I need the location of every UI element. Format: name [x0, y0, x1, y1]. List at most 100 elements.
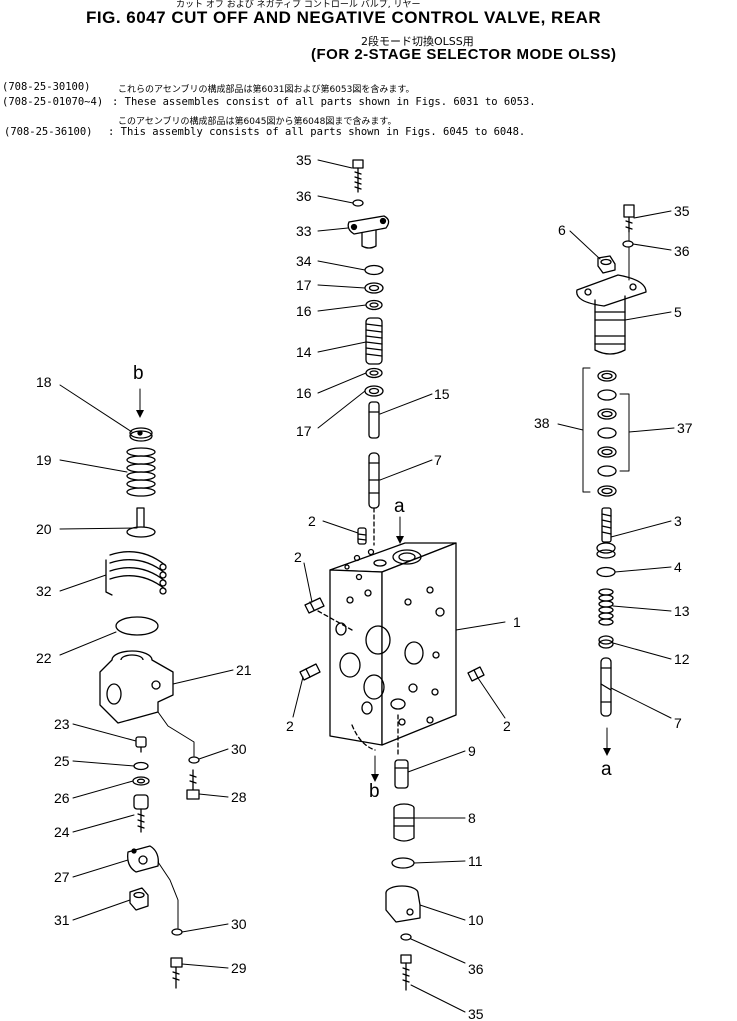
- callout-2-top: 2: [308, 513, 316, 529]
- callout-9: 9: [468, 743, 476, 759]
- note-text-1: これらのアセンブリの構成部品は第6031図および第6053図を含みます。: [118, 85, 415, 95]
- callout-25: 25: [54, 753, 70, 769]
- callout-36-bottom: 36: [468, 961, 484, 977]
- callout-36-top: 36: [296, 188, 312, 204]
- washer-36-top: [352, 199, 364, 207]
- callout-30-upper: 30: [231, 741, 247, 757]
- callout-37: 37: [677, 420, 693, 436]
- callout-1: 1: [513, 614, 521, 630]
- callout-35-bottom: 35: [468, 1006, 484, 1021]
- bracket-38: [582, 367, 591, 493]
- callout-21: 21: [236, 662, 252, 678]
- callout-17-mid: 17: [296, 423, 312, 439]
- piston-7-right: [600, 657, 612, 717]
- note-code-2: (708-25-01070~4): [2, 96, 104, 108]
- flange-27: [127, 845, 159, 873]
- callout-33: 33: [296, 223, 312, 239]
- spool-14: [365, 317, 383, 365]
- note-text-4: : This assembly consists of all parts sh…: [108, 126, 526, 138]
- callout-2-left-upper: 2: [294, 549, 302, 565]
- screw-35-top: [352, 159, 364, 193]
- callout-labels: 35 36 33 34 17 16 14 16 17 15 7 2 2 2 2 …: [36, 152, 693, 1021]
- screw-29: [170, 957, 183, 989]
- screw-35-bottom: [400, 954, 412, 991]
- plug-24: [133, 794, 149, 833]
- callout-14: 14: [296, 344, 312, 360]
- port-label-b-bottom: b: [369, 781, 380, 802]
- washer-30-upper: [188, 756, 200, 764]
- screw-28: [186, 769, 200, 800]
- washer-36-right: [622, 240, 634, 248]
- callout-32: 32: [36, 583, 52, 599]
- callout-16-top: 16: [296, 303, 312, 319]
- callout-35-right: 35: [674, 203, 690, 219]
- spring-13: [598, 588, 614, 626]
- callout-31: 31: [54, 912, 70, 928]
- cover-5: [576, 274, 647, 355]
- callout-22: 22: [36, 650, 52, 666]
- callout-3: 3: [674, 513, 682, 529]
- nut-31: [129, 887, 149, 911]
- retainer-32: [105, 551, 167, 596]
- callout-27: 27: [54, 869, 70, 885]
- callout-23: 23: [54, 716, 70, 732]
- callout-12: 12: [674, 651, 690, 667]
- cover-10: [385, 885, 421, 923]
- callout-19: 19: [36, 452, 52, 468]
- o-ring-4: [596, 566, 616, 578]
- poppet-9: [394, 759, 409, 789]
- pin-15: [368, 401, 380, 439]
- callout-7-right: 7: [674, 715, 682, 731]
- ring-17-mid: [364, 385, 384, 397]
- callout-26: 26: [54, 790, 70, 806]
- callout-24: 24: [54, 824, 70, 840]
- piston-20: [126, 507, 156, 538]
- callout-28: 28: [231, 789, 247, 805]
- figure-title: FIG. 6047 CUT OFF AND NEGATIVE CONTROL V…: [86, 8, 602, 27]
- callout-17-top: 17: [296, 277, 312, 293]
- hidden-lines: [317, 507, 399, 756]
- port-labels: a b b a: [133, 363, 612, 802]
- note-text-2: : These assembles consist of all parts s…: [112, 96, 536, 108]
- callout-13: 13: [674, 603, 690, 619]
- washer-30-lower: [171, 928, 183, 936]
- nut-6: [597, 255, 616, 274]
- note-code-4: (708-25-36100): [4, 126, 93, 138]
- plug-2-top: [357, 527, 367, 545]
- plug-2-right: [467, 666, 485, 682]
- callout-8: 8: [468, 810, 476, 826]
- flow-arrows: [136, 388, 611, 782]
- o-ring-22: [115, 616, 159, 636]
- subtitle-english: (FOR 2-STAGE SELECTOR MODE OLSS): [311, 46, 617, 63]
- callout-30-lower: 30: [231, 916, 247, 932]
- piston-3: [596, 507, 616, 559]
- case-21: [99, 650, 174, 724]
- piston-7-center: [368, 452, 380, 509]
- o-ring-11: [391, 857, 415, 869]
- callout-11: 11: [468, 853, 483, 869]
- subtitle-japanese: 2段モード切換OLSS用: [361, 35, 474, 48]
- screw-23: [135, 736, 147, 753]
- callout-34: 34: [296, 253, 312, 269]
- callout-4: 4: [674, 559, 682, 575]
- callout-16-mid: 16: [296, 385, 312, 401]
- callout-6: 6: [558, 222, 566, 238]
- valve-body-1: [329, 542, 457, 746]
- callout-2-left-lower: 2: [286, 718, 294, 734]
- cover-plate-33: [347, 215, 390, 249]
- note-code-1: (708-25-30100): [2, 81, 91, 93]
- bracket-37: [619, 393, 630, 472]
- callout-2-right: 2: [503, 718, 511, 734]
- washer-36-bottom: [400, 933, 412, 941]
- callout-20: 20: [36, 521, 52, 537]
- title-katakana: カット オフ および ネガティブ コントロール バルブ, リヤー: [176, 0, 421, 10]
- callout-35-top: 35: [296, 152, 312, 168]
- spring-seat-18: [129, 427, 153, 442]
- callout-7-center: 7: [434, 452, 442, 468]
- seat-12: [598, 635, 614, 649]
- spring-19: [126, 447, 156, 497]
- o-ring-34: [364, 264, 384, 276]
- port-label-b-left: b: [133, 363, 144, 384]
